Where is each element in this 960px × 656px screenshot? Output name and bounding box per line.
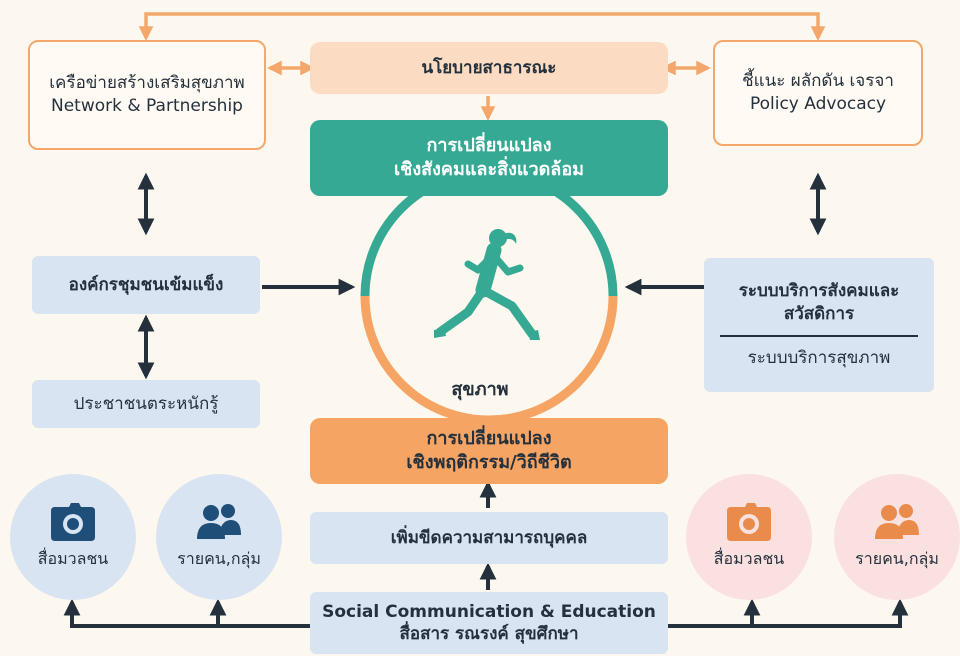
strong-community-label: องค์กรชุมชนเข้มแข็ง bbox=[68, 274, 224, 295]
people-icon bbox=[875, 503, 919, 539]
left-mass-media-circle: สื่อมวลชน bbox=[10, 474, 136, 600]
runner-icon bbox=[434, 229, 540, 340]
public-policy-box: นโยบายสาธารณะ bbox=[310, 42, 668, 94]
bottom-left-line bbox=[63, 598, 310, 628]
social-change-line1: การเปลี่ยนแปลง bbox=[426, 134, 552, 156]
welfare-line2: สวัสดิการ bbox=[783, 304, 855, 325]
network-partnership-box: เครือข่ายสร้างเสริมสุขภาพ Network & Part… bbox=[28, 40, 266, 150]
strong-community-box: องค์กรชุมชนเข้มแข็ง bbox=[32, 256, 260, 314]
social-change-box: การเปลี่ยนแปลง เชิงสังคมและสิ่งแวดล้อม bbox=[310, 120, 668, 196]
right-mass-media-circle: สื่อมวลชน bbox=[686, 474, 812, 600]
bottom-right-line bbox=[668, 598, 909, 628]
welfare-line1: ระบบบริการสังคมและ bbox=[738, 281, 900, 302]
public-policy-label: นโยบายสาธารณะ bbox=[421, 57, 557, 78]
left-mass-media-label: สื่อมวลชน bbox=[37, 548, 109, 568]
social-communication-english: Social Communication & Education bbox=[322, 601, 656, 622]
top-loop-line bbox=[138, 12, 826, 41]
health-service-label: ระบบบริการสุขภาพ bbox=[747, 347, 891, 368]
welfare-divider bbox=[720, 334, 918, 337]
health-label: สุขภาพ bbox=[451, 379, 509, 400]
network-english-label: Network & Partnership bbox=[51, 96, 243, 116]
people-icon bbox=[197, 503, 241, 539]
policy-advocacy-box: ชี้แนะ ผลักดัน เจรจา Policy Advocacy bbox=[713, 40, 923, 146]
right-individual-group-circle: รายคน,กลุ่ม bbox=[834, 474, 960, 600]
left-individual-group-label: รายคน,กลุ่ม bbox=[177, 548, 261, 568]
behavior-change-line2: เชิงพฤติกรรม/วิถีชีวิต bbox=[406, 452, 572, 473]
behavior-change-line1: การเปลี่ยนแปลง bbox=[426, 427, 552, 449]
left-individual-group-circle: รายคน,กลุ่ม bbox=[156, 474, 282, 600]
social-change-line2: เชิงสังคมและสิ่งแวดล้อม bbox=[393, 159, 585, 180]
welfare-service-box: ระบบบริการสังคมและ สวัสดิการ ระบบบริการส… bbox=[704, 258, 934, 392]
advocacy-thai-label: ชี้แนะ ผลักดัน เจรจา bbox=[742, 71, 894, 92]
right-mass-media-label: สื่อมวลชน bbox=[713, 548, 785, 568]
public-awareness-label: ประชาชนตระหนักรู้ bbox=[73, 393, 219, 414]
behavior-change-box: การเปลี่ยนแปลง เชิงพฤติกรรม/วิถีชีวิต bbox=[310, 418, 668, 484]
social-communication-box: Social Communication & Education สื่อสาร… bbox=[310, 592, 668, 654]
camera-icon bbox=[51, 502, 95, 541]
network-thai-label: เครือข่ายสร้างเสริมสุขภาพ bbox=[49, 73, 245, 94]
individual-capacity-box: เพิ่มขีดความสามารถบุคคล bbox=[310, 512, 668, 564]
social-communication-thai: สื่อสาร รณรงค์ สุขศึกษา bbox=[399, 624, 579, 644]
right-individual-group-label: รายคน,กลุ่ม bbox=[855, 548, 939, 568]
public-awareness-box: ประชาชนตระหนักรู้ bbox=[32, 380, 260, 428]
individual-capacity-label: เพิ่มขีดความสามารถบุคคล bbox=[390, 527, 588, 548]
advocacy-english-label: Policy Advocacy bbox=[749, 94, 887, 114]
camera-icon bbox=[727, 502, 771, 541]
